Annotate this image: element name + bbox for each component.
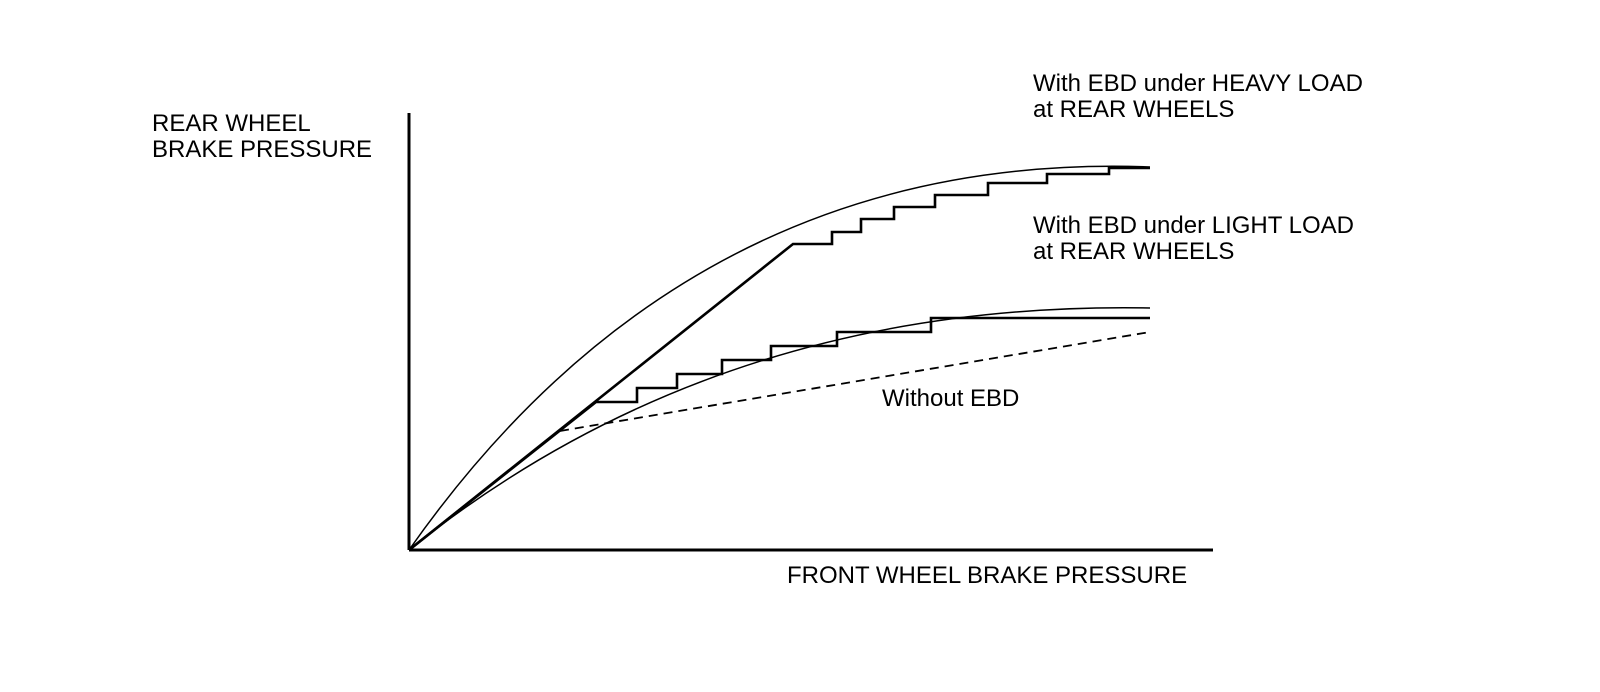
heavy-load-label: With EBD under HEAVY LOAD at REAR WHEELS <box>1033 71 1363 123</box>
y-axis-label-line-2: BRAKE PRESSURE <box>152 136 373 163</box>
heavy-load-ideal-curve <box>408 165 1151 551</box>
heavy-load-label-line-2: at REAR WHEELS <box>1033 96 1235 123</box>
light-load-ebd-line <box>408 316 1150 552</box>
heavy-load-ebd-line <box>408 166 1150 552</box>
light-load-ideal-curve <box>408 307 1151 551</box>
x-axis-label: FRONT WHEEL BRAKE PRESSURE <box>787 562 1188 589</box>
light-load-label-line-1: With EBD under LIGHT LOAD <box>1033 212 1354 239</box>
y-axis-label: REAR WHEEL BRAKE PRESSURE <box>152 111 372 163</box>
light-load-label-line-2: at REAR WHEELS <box>1033 238 1235 265</box>
y-axis-label-line-1: REAR WHEEL <box>152 110 311 137</box>
light-load-label: With EBD under LIGHT LOAD at REAR WHEELS <box>1033 213 1354 265</box>
without-ebd-label: Without EBD <box>882 385 1020 412</box>
heavy-load-label-line-1: With EBD under HEAVY LOAD <box>1033 70 1363 97</box>
without-ebd-line <box>559 331 1151 432</box>
